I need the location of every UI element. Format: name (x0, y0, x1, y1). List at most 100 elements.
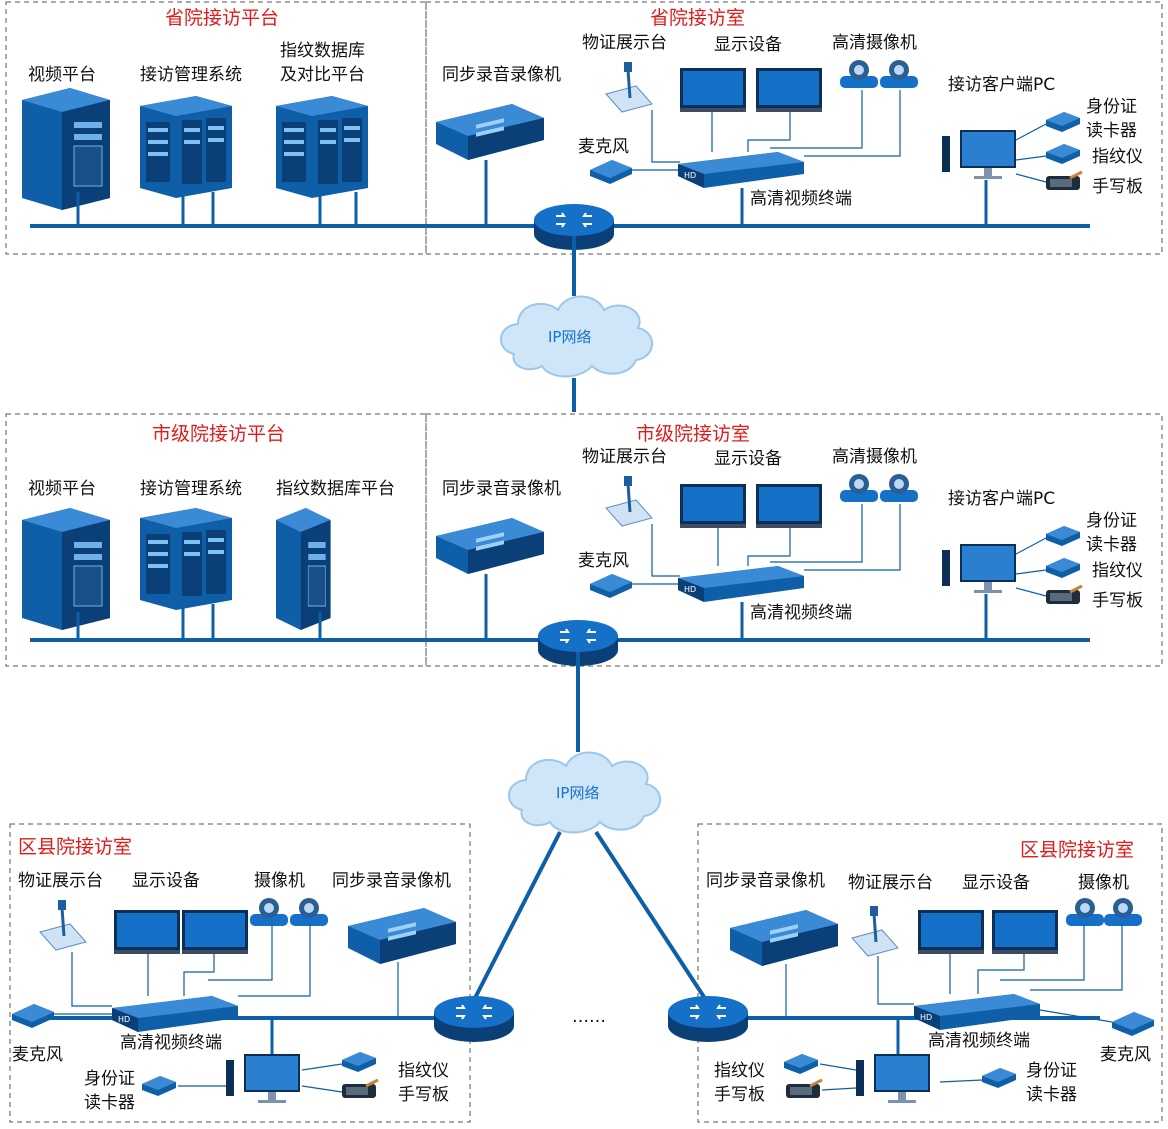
prov-signpad-label: 手写板 (1092, 177, 1143, 197)
city-camera-1-icon (840, 474, 878, 502)
prov-hd-terminal-label: 高清视频终端 (750, 189, 852, 209)
prov-hd-camera-label: 高清摄像机 (832, 33, 917, 53)
prov-monitor-2-icon (756, 68, 822, 112)
cr-recorder-icon (730, 910, 838, 966)
prov-client-pc-label: 接访客户端PC (948, 75, 1055, 95)
provincial-platform-title: 省院接访平台 (165, 7, 279, 29)
cl-hd-terminal-label: 高清视频终端 (120, 1033, 222, 1053)
county-right-router-icon (667, 995, 749, 1043)
cl-camera-1-icon (250, 898, 288, 926)
cl-camera-label: 摄像机 (254, 871, 305, 891)
prov-id-reader-icon (1046, 112, 1080, 132)
prov-mgmt-system-server-icon (140, 96, 232, 198)
cl-signpad-label: 手写板 (398, 1085, 449, 1105)
county-right-box (697, 823, 1163, 1123)
cr-signpad-icon (784, 1078, 824, 1100)
city-room-box (425, 413, 1163, 667)
cr-monitor-2-icon (992, 910, 1058, 954)
cl-mic-label: 麦克风 (12, 1045, 63, 1065)
cl-id-reader-icon (142, 1076, 176, 1096)
cr-visualizer-label: 物证展示台 (848, 873, 933, 893)
cl-signpad-icon (340, 1078, 380, 1100)
city-monitor-1-icon (680, 484, 746, 528)
city-visualizer-icon (604, 474, 654, 528)
cl-recorder-icon (348, 908, 456, 964)
cr-id-reader-label-1: 身份证 (1026, 1061, 1077, 1081)
prov-fp-db-label-1: 指纹数据库 (280, 41, 365, 61)
ip-network-2-label: IP网络 (556, 784, 599, 802)
prov-fingerprint-label: 指纹仪 (1092, 147, 1143, 167)
city-mgmt-system-server-icon (140, 508, 232, 610)
cl-recorder-label: 同步录音录像机 (332, 871, 451, 891)
city-mgmt-system-label: 接访管理系统 (140, 479, 242, 499)
cl-visualizer-label: 物证展示台 (18, 871, 103, 891)
prov-fp-db-server-icon (276, 96, 368, 198)
ip-network-1-label: IP网络 (548, 328, 591, 346)
cr-display-label: 显示设备 (962, 873, 1030, 893)
city-hd-terminal-label: 高清视频终端 (750, 603, 852, 623)
city-room-title: 市级院接访室 (636, 423, 750, 445)
city-platform-box (5, 413, 427, 667)
provincial-room-box (425, 1, 1163, 255)
cl-id-reader-label-2: 读卡器 (84, 1093, 135, 1113)
prov-mic-label: 麦克风 (578, 137, 629, 157)
cl-monitor-1-icon (114, 910, 180, 954)
cl-fingerprint-icon (342, 1052, 376, 1072)
county-left-router-icon (433, 995, 515, 1043)
city-hd-terminal-icon (678, 566, 804, 602)
cr-id-reader-label-2: 读卡器 (1026, 1085, 1077, 1105)
city-id-reader-label-1: 身份证 (1086, 511, 1137, 531)
city-visualizer-label: 物证展示台 (582, 447, 667, 467)
city-mic-icon (590, 574, 632, 598)
city-id-reader-icon (1046, 526, 1080, 546)
prov-video-platform-server-icon (21, 87, 111, 211)
city-mic-label: 麦克风 (578, 551, 629, 571)
prov-recorder-icon (436, 104, 544, 160)
city-fp-db-label: 指纹数据库平台 (276, 479, 395, 499)
provincial-platform-box (5, 1, 427, 255)
prov-signpad-icon (1044, 170, 1084, 192)
city-fingerprint-icon (1046, 558, 1080, 578)
prov-mic-icon (590, 160, 632, 184)
city-recorder-icon (436, 518, 544, 574)
prov-recorder-label: 同步录音录像机 (442, 65, 561, 85)
prov-fp-db-label-2: 及对比平台 (280, 65, 365, 85)
cl-fingerprint-label: 指纹仪 (398, 1061, 449, 1081)
cr-id-reader-icon (982, 1068, 1016, 1088)
cr-monitor-1-icon (918, 910, 984, 954)
cl-id-reader-label-1: 身份证 (84, 1069, 135, 1089)
county-left-room-title: 区县院接访室 (18, 836, 132, 858)
prov-video-platform-label: 视频平台 (28, 65, 96, 85)
cl-display-label: 显示设备 (132, 871, 200, 891)
cr-hd-terminal-icon (914, 994, 1040, 1030)
prov-fingerprint-icon (1046, 144, 1080, 164)
cr-fingerprint-label: 指纹仪 (714, 1061, 765, 1081)
county-left-box (9, 823, 471, 1123)
city-signpad-icon (1044, 584, 1084, 606)
prov-display-label: 显示设备 (714, 35, 782, 55)
cl-monitor-2-icon (182, 910, 248, 954)
cl-visualizer-icon (38, 898, 88, 952)
prov-id-reader-label-2: 读卡器 (1086, 121, 1137, 141)
city-recorder-label: 同步录音录像机 (442, 479, 561, 499)
prov-hd-terminal-icon (678, 152, 804, 188)
city-fp-db-server-icon (275, 507, 332, 631)
prov-camera-1-icon (840, 60, 878, 88)
cr-hd-terminal-label: 高清视频终端 (928, 1031, 1030, 1051)
cr-camera-1-icon (1066, 898, 1104, 926)
cl-mic-icon (12, 1004, 54, 1028)
county-right-room-title: 区县院接访室 (1020, 839, 1134, 861)
city-client-pc-icon (942, 544, 1016, 593)
city-platform-title: 市级院接访平台 (152, 423, 285, 445)
prov-monitor-1-icon (680, 68, 746, 112)
prov-visualizer-label: 物证展示台 (582, 33, 667, 53)
cr-mic-icon (1112, 1012, 1154, 1036)
city-signpad-label: 手写板 (1092, 591, 1143, 611)
cr-signpad-label: 手写板 (714, 1085, 765, 1105)
prov-visualizer-icon (604, 60, 654, 114)
city-id-reader-label-2: 读卡器 (1086, 535, 1137, 555)
city-video-platform-server-icon (21, 507, 111, 631)
city-client-pc-label: 接访客户端PC (948, 489, 1055, 509)
city-camera-2-icon (880, 474, 918, 502)
